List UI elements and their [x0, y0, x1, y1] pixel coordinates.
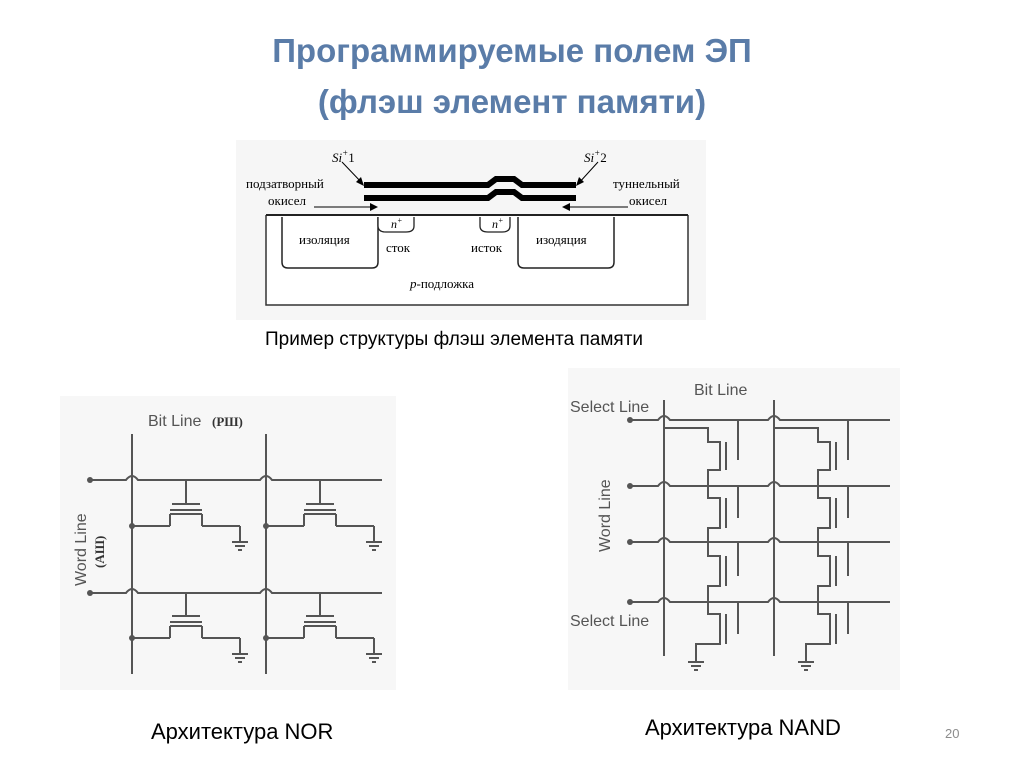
nand-caption: Архитектура NAND — [645, 715, 841, 740]
nand-select-line-top-label: Select Line — [570, 399, 649, 416]
tunnel-oxide-label-1: туннельный — [613, 176, 680, 191]
isolation-right-region — [517, 217, 615, 269]
nor-word-line-ru-label: (АШ) — [92, 536, 107, 568]
tunnel-oxide-label-2: окисел — [629, 193, 667, 208]
control-gate — [364, 176, 576, 188]
gate-oxide-label-2: окисел — [268, 193, 306, 208]
floating-gate — [364, 189, 576, 201]
flash-cell-diagram: Si+1 Si+2 подзатворный окисел туннельный… — [236, 140, 706, 320]
nor-bit-line-ru-label: (РШ) — [212, 414, 243, 429]
flash-structure-caption: Пример структуры флэш элемента памяти — [265, 329, 644, 350]
slide-number: 20 — [945, 726, 960, 741]
nand-word-line-label: Word Line — [597, 479, 614, 552]
si1-label: Si+1 — [332, 148, 355, 165]
isolation-right-label: изодяция — [536, 232, 587, 247]
nor-architecture-diagram: Bit Line (РШ) Word Line (АШ) — [60, 396, 396, 690]
source-label: исток — [471, 240, 503, 255]
nor-bit-line-label: Bit Line — [148, 413, 201, 430]
gate-oxide-label-1: подзатворный — [246, 176, 324, 191]
n-plus-right-label: n+ — [492, 216, 503, 231]
nand-bit-line-label: Bit Line — [694, 382, 747, 399]
nor-caption: Архитектура NOR — [151, 719, 334, 744]
nand-architecture-diagram: Bit Line Select Line Word Line Select Li… — [568, 368, 900, 690]
substrate-label: p-подложка — [409, 276, 474, 291]
nand-select-line-bottom-label: Select Line — [570, 613, 649, 630]
slide-title-line-1: Программируемые полем ЭП — [272, 32, 752, 69]
isolation-left-label: изоляция — [299, 232, 350, 247]
slide-title-line-2: (флэш элемент памяти) — [317, 83, 707, 120]
n-plus-left-label: n+ — [391, 216, 402, 231]
drain-label: сток — [386, 240, 411, 255]
isolation-left-region — [281, 217, 379, 269]
nor-word-line-label: Word Line — [73, 513, 90, 586]
drain-n-well — [377, 217, 415, 233]
si2-label: Si+2 — [584, 148, 607, 165]
source-n-well — [479, 217, 511, 233]
